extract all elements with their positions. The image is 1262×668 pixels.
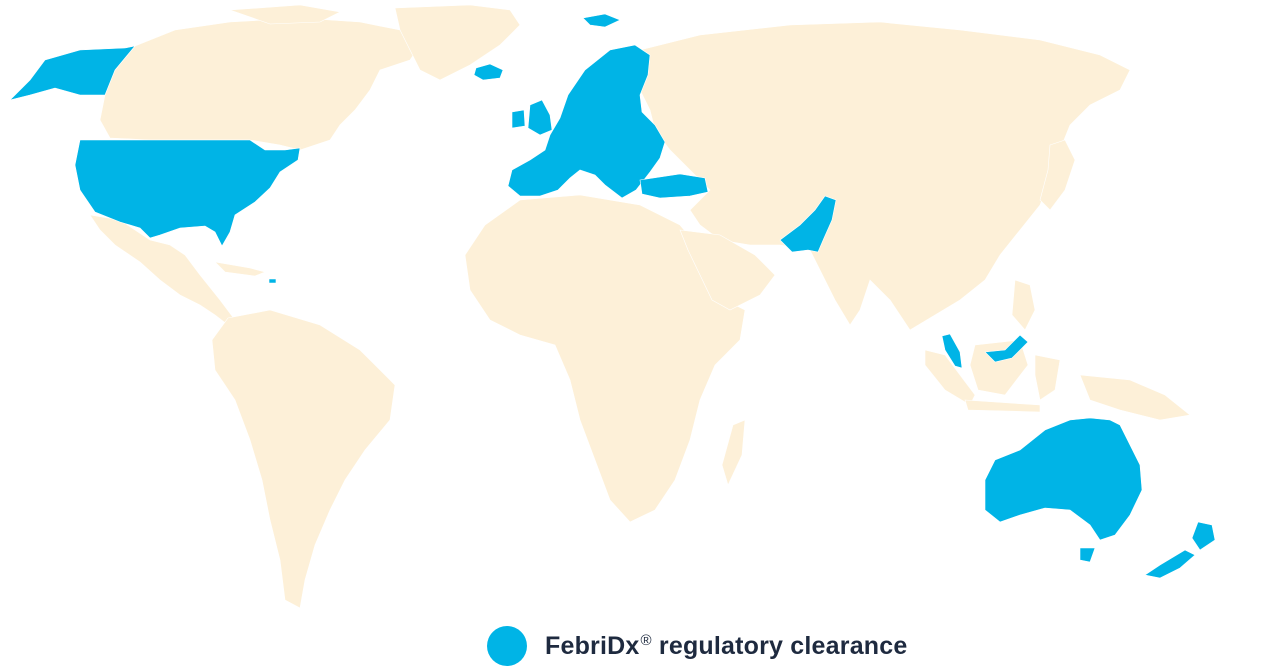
region-pakistan bbox=[779, 195, 837, 253]
legend-registered-mark: ® bbox=[640, 631, 652, 649]
region-sulawesi bbox=[1034, 354, 1061, 401]
region-philippines bbox=[1011, 279, 1036, 331]
legend-label: FebriDx® regulatory clearance bbox=[545, 632, 907, 661]
region-malaysia-borneo bbox=[984, 334, 1029, 363]
region-united-states bbox=[74, 139, 301, 247]
region-java bbox=[964, 399, 1041, 413]
region-eurasia bbox=[639, 21, 1131, 331]
region-new-zealand-south bbox=[1144, 549, 1196, 579]
region-svalbard bbox=[582, 13, 621, 28]
legend-brand: FebriDx bbox=[545, 631, 640, 660]
region-malaysia-peninsula bbox=[941, 333, 963, 369]
region-arabian-peninsula bbox=[679, 229, 776, 311]
region-canada-islands bbox=[229, 4, 341, 25]
land-base-layer bbox=[89, 4, 1191, 609]
region-tasmania bbox=[1079, 547, 1096, 563]
region-new-guinea bbox=[1079, 374, 1191, 421]
region-canada bbox=[99, 17, 421, 151]
region-africa bbox=[464, 194, 746, 523]
region-uk bbox=[527, 99, 553, 136]
world-map bbox=[9, 4, 1216, 609]
region-australia bbox=[984, 417, 1143, 541]
region-japan bbox=[1039, 139, 1076, 211]
region-iceland bbox=[473, 63, 504, 81]
region-alaska bbox=[9, 45, 136, 101]
region-madagascar bbox=[721, 419, 746, 486]
region-south-america bbox=[211, 309, 396, 609]
region-new-zealand-north bbox=[1191, 521, 1216, 551]
region-greenland bbox=[394, 4, 521, 81]
region-ireland bbox=[511, 109, 526, 129]
map-legend: FebriDx® regulatory clearance bbox=[487, 626, 907, 666]
region-caribbean bbox=[214, 261, 266, 277]
legend-color-swatch bbox=[487, 626, 527, 666]
legend-caption: regulatory clearance bbox=[658, 631, 908, 660]
region-turkey bbox=[639, 173, 709, 199]
clearance-layer bbox=[9, 13, 1216, 579]
region-puerto-rico bbox=[268, 278, 277, 284]
region-europe bbox=[507, 44, 666, 199]
